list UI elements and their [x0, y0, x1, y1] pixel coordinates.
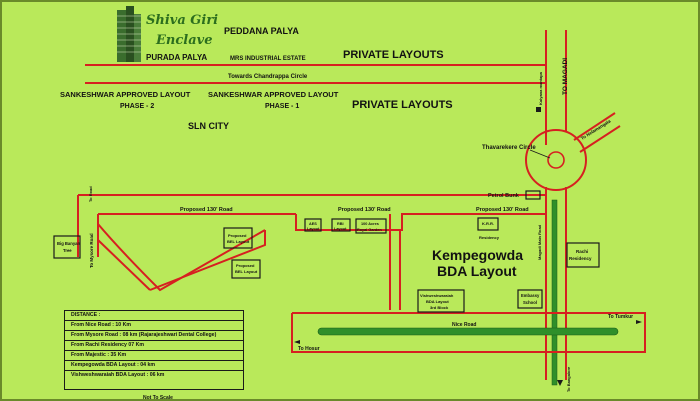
road-thavarekere: Thavarekere Circle	[482, 145, 536, 151]
landmark-bel2-b: BEL Layout	[235, 269, 258, 274]
road-chandrappa: Towards Chandrappa Circle	[228, 74, 308, 80]
bel-layout-box-1	[223, 227, 253, 249]
road-to-nelamangala: To Nelamangala	[580, 118, 612, 141]
landmark-krr-a: K.R.R.	[482, 221, 494, 226]
distance-row: From Majestic : 35 Km	[65, 350, 243, 360]
distance-row: Kempegowda BDA Layout : 04 km	[65, 360, 243, 370]
thavarekere-pointer	[529, 149, 551, 159]
area-kempegowda-2: BDA Layout	[437, 263, 517, 279]
area-phase-2: PHASE - 2	[120, 103, 154, 110]
road-to-bangalore: To Bangalore	[566, 366, 571, 392]
area-purada-palya: PURADA PALYA	[146, 53, 207, 62]
landmark-royal-b: Royal Garden	[357, 228, 382, 232]
road-to-magadi: TO MAGADI	[562, 58, 569, 95]
landmark-big-banyan-2: Tree	[63, 248, 72, 253]
landmark-rachi-a: Rachi	[576, 249, 588, 254]
bel-layout-box-2	[231, 259, 261, 279]
road-proposed-left: Proposed 130' Road	[180, 207, 233, 213]
brand-line1: Shiva Giri	[146, 13, 218, 28]
top-road	[85, 64, 546, 84]
road-proposed-mid: Proposed 130' Road	[338, 207, 391, 213]
distance-table: DISTANCE : From Nice Road : 10 Km From M…	[64, 310, 244, 390]
landmark-embassy-b: School	[523, 300, 537, 305]
magadi-road-median	[551, 199, 558, 386]
road-kalyana: Kalyana mantapa	[538, 71, 543, 105]
landmark-aes-b: Layout	[307, 227, 320, 231]
area-sln-city: SLN CITY	[188, 121, 229, 131]
nice-road	[291, 312, 646, 353]
landmark-rbi-a: RBI	[337, 222, 344, 226]
distance-row: Vishweshwaraiah BDA Layout : 06 km	[65, 370, 243, 380]
krr-residency-box	[477, 217, 499, 231]
aes-layout-box	[304, 218, 322, 232]
embassy-school-box	[517, 289, 543, 309]
arrow-icon	[294, 320, 642, 386]
area-mrs-estate: MRS INDUSTRIAL ESTATE	[230, 56, 306, 62]
brand-line2: Enclave	[155, 33, 212, 48]
landmark-royal-a: 100 Acres	[361, 222, 379, 226]
distance-title: DISTANCE :	[71, 312, 101, 318]
area-phase-1: PHASE - 1	[265, 103, 299, 110]
landmark-rbi-b: Layout	[334, 227, 347, 231]
magadi-road	[525, 30, 621, 380]
distance-row: From Rachi Residency 07 Km	[65, 340, 243, 350]
road-to-mysore: To Mysore Road	[89, 233, 94, 268]
rachi-residency-box	[566, 242, 600, 268]
road-petrol-bunk: Petrol Bunk	[488, 193, 520, 199]
landmark-vish-b: BDA Layout	[426, 299, 449, 304]
distance-row: From Mysore Road : 08 km (Rajarajeshwari…	[65, 330, 243, 340]
area-kempegowda-1: Kempegowda	[432, 247, 523, 263]
royal-garden-box	[355, 218, 387, 234]
building-logo-icon	[117, 6, 141, 62]
road-proposed-right: Proposed 130' Road	[476, 207, 529, 213]
area-peddana-palya: PEDDANA PALYA	[224, 26, 299, 36]
road-to-tumkur: To Tumkur	[608, 314, 633, 320]
landmark-bel2-a: Proposed	[236, 263, 255, 268]
rbi-layout-box	[331, 218, 351, 232]
area-sankeshwar-1: SANKESHWAR APPROVED LAYOUT	[60, 90, 191, 99]
landmark-vish-a: Vishweshwaraiah	[420, 293, 454, 298]
road-magadi-main: Magadi Main Road	[537, 224, 542, 260]
landmark-aes-a: AES	[309, 222, 317, 226]
area-sankeshwar-2: SANKESHWAR APPROVED LAYOUT	[208, 90, 339, 99]
landmark-embassy-a: Embassy	[521, 293, 540, 298]
not-to-scale-label: Not To Scale	[143, 395, 173, 401]
road-to-hosur: To Hosur	[298, 346, 320, 352]
proposed-130-road	[77, 194, 546, 310]
area-private-top: PRIVATE LAYOUTS	[343, 49, 444, 61]
kalyana-mantapa-icon	[536, 107, 541, 112]
road-nice-road: Nice Road	[452, 322, 476, 328]
landmark-bel1-a: Proposed	[228, 233, 247, 238]
landmark-vish-c: 3rd Block	[430, 305, 449, 310]
petrol-bunk-box	[525, 190, 541, 200]
landmark-krr-b: Residency	[479, 235, 500, 240]
vishweshwaraiah-box	[417, 289, 465, 313]
landmark-bel1-b: BEL Layout	[227, 239, 250, 244]
landmark-rachi-b: Residency	[569, 256, 592, 261]
road-to-road: To Road	[88, 186, 93, 202]
distance-row: From Nice Road : 10 Km	[65, 320, 243, 330]
landmark-big-banyan-1: Big Banyan	[57, 241, 80, 246]
big-banyan-box	[53, 235, 81, 259]
area-private-mid: PRIVATE LAYOUTS	[352, 99, 453, 111]
